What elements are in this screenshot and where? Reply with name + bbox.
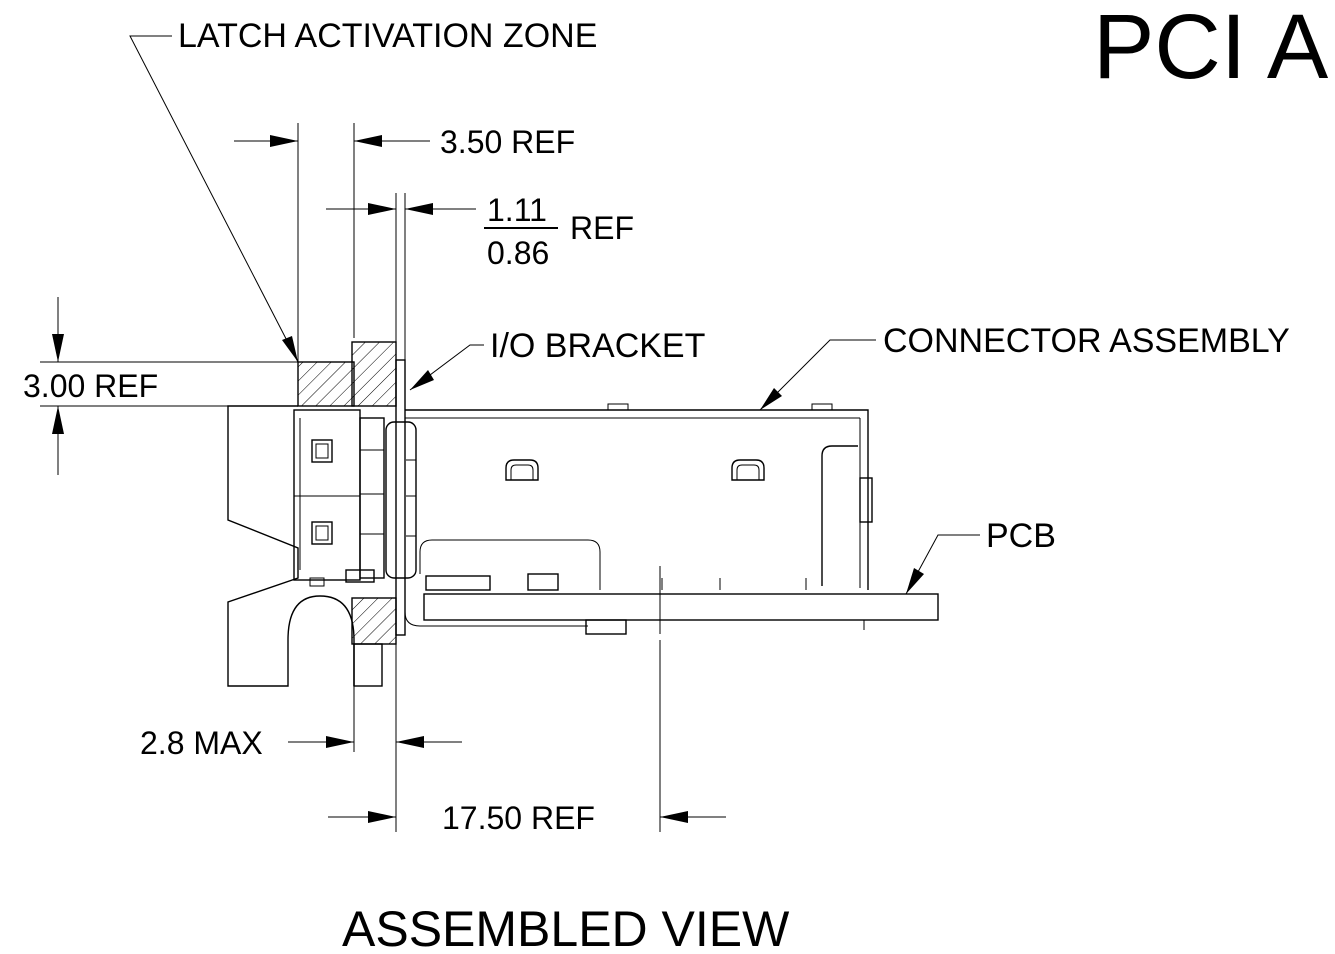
io-bracket: I/O BRACKET — [395, 327, 705, 636]
dim-17-50-label: 17.50 REF — [442, 800, 595, 836]
latch-zone-label: LATCH ACTIVATION ZONE — [178, 17, 597, 55]
connector-assembly: CONNECTOR ASSEMBLY — [293, 322, 1290, 591]
drawing-title: PCI A — [1093, 0, 1329, 98]
view-label: ASSEMBLED VIEW — [342, 901, 790, 954]
io-bracket-arrowhead — [410, 370, 434, 390]
latch-zone-arrowhead — [282, 336, 298, 362]
dim-1-11-ref: 1.11 0.86 REF — [326, 192, 634, 365]
dim-3-50-label: 3.50 REF — [440, 124, 575, 160]
connector-assembly-arrowhead — [760, 388, 782, 410]
pcb-arrowhead — [906, 568, 924, 594]
dim-17-50-ref: 17.50 REF — [328, 640, 726, 836]
pcb-label: PCB — [986, 517, 1056, 555]
dim-3-00-label: 3.00 REF — [23, 368, 158, 404]
dim-1-11-top: 1.11 — [487, 192, 547, 228]
dim-3-00-ref: 3.00 REF — [23, 297, 300, 475]
pcb: PCB — [404, 517, 1056, 635]
slot-profile — [227, 405, 355, 687]
io-bracket-label: I/O BRACKET — [490, 327, 705, 365]
dim-1-11-suffix: REF — [570, 210, 634, 246]
latch-block — [297, 341, 397, 687]
dim-3-50-ref: 3.50 REF — [234, 123, 575, 365]
latch-zone-callout: LATCH ACTIVATION ZONE — [129, 17, 597, 363]
dim-1-11-bottom: 0.86 — [487, 235, 549, 271]
dim-2-8-max: 2.8 MAX — [140, 640, 462, 832]
dim-2-8-label: 2.8 MAX — [140, 725, 263, 761]
connector-assembly-label: CONNECTOR ASSEMBLY — [883, 322, 1290, 360]
